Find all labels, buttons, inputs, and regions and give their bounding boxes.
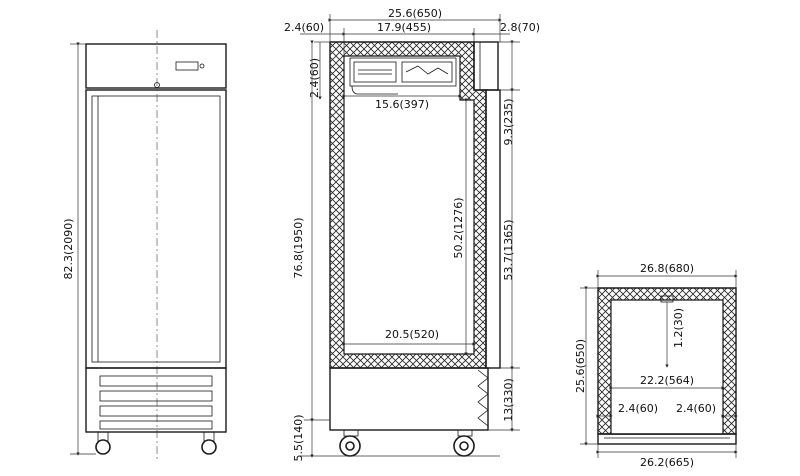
- overall-width-label: 25.6(650): [388, 7, 442, 20]
- plan-door: [597, 433, 737, 445]
- front-display: [175, 61, 199, 71]
- front-door-gasket: [91, 95, 221, 363]
- left-wall-label: 2.4(60): [618, 402, 658, 415]
- front-height-label: 82.3(2090): [62, 218, 75, 279]
- side-section-view: 25.6(650) 17.9(455) 2.4(60) 2.8(70) 2.4(…: [284, 7, 540, 462]
- bottom-width-label: 26.2(665): [640, 456, 694, 469]
- side-base: [329, 367, 489, 431]
- door-height-label: 53.7(1365): [502, 219, 515, 280]
- left-offset-label: 2.4(60): [284, 21, 324, 34]
- plan-view: 26.8(680) 25.6(650) 1.2(30) 22.2(564) 2.…: [574, 262, 738, 469]
- top-inner-width-label: 17.9(455): [377, 21, 431, 34]
- door-top-label: 9.3(235): [502, 98, 515, 145]
- front-top-panel: [85, 43, 227, 89]
- caster-height-label: 5.5(140): [292, 414, 305, 461]
- inner-width-top-label: 22.2(564): [640, 374, 694, 387]
- side-interior-cavity: [343, 55, 475, 355]
- side-door: [485, 89, 501, 369]
- top-wall-label: 2.4(60): [308, 58, 321, 98]
- right-offset-label: 2.8(70): [500, 21, 540, 34]
- body-height-label: 76.8(1950): [292, 217, 305, 278]
- depth-label: 25.6(650): [574, 339, 587, 393]
- front-switch-icon: [199, 63, 205, 69]
- top-width-label: 26.8(680): [640, 262, 694, 275]
- side-top-panel: [473, 41, 499, 91]
- front-view: 82.3(2090): [62, 30, 227, 460]
- front-base: [85, 367, 227, 433]
- interior-height-label: 50.2(1276): [452, 197, 465, 258]
- interior-width-label: 20.5(520): [385, 328, 439, 341]
- right-wall-label: 2.4(60): [676, 402, 716, 415]
- bulb-drop-label: 1.2(30): [672, 308, 685, 348]
- side-refrigeration-unit: [349, 57, 457, 87]
- upper-inner-width-label: 15.6(397): [375, 98, 429, 111]
- front-caster-right: [201, 439, 217, 455]
- base-height-label: 13(330): [502, 378, 515, 422]
- front-caster-left: [95, 439, 111, 455]
- front-door: [85, 89, 227, 369]
